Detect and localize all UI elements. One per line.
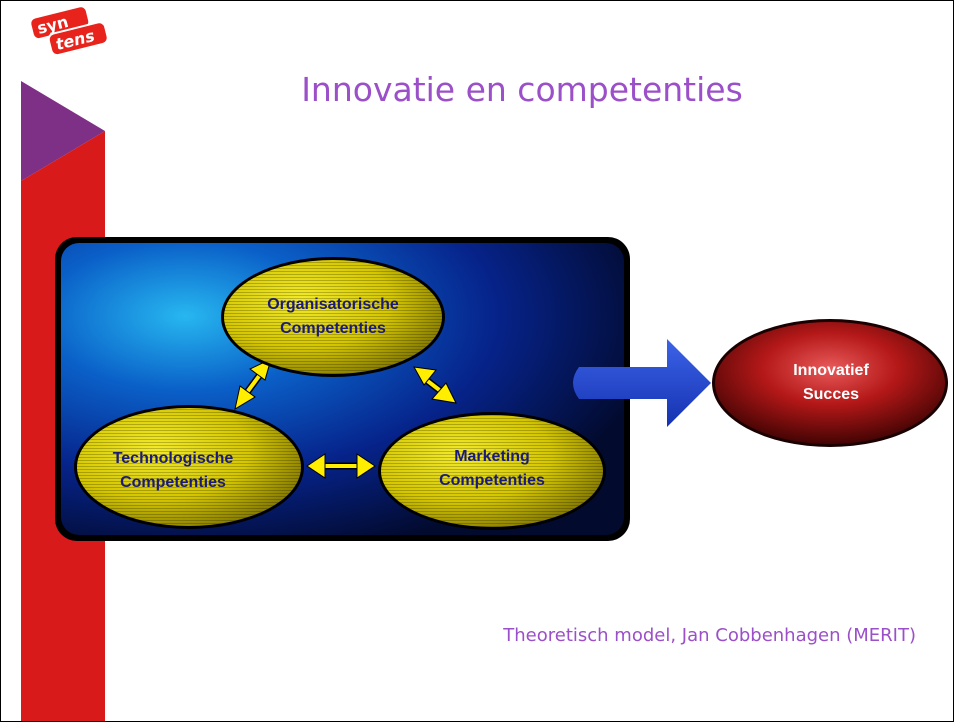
slide-title: Innovatie en competenties	[301, 70, 743, 109]
node-organisatorische-competenties: Organisatorische Competenties	[221, 257, 445, 377]
arrow-org-marketing	[413, 366, 457, 404]
node-label-line2: Succes	[803, 386, 859, 403]
node-label-line1: Marketing	[454, 448, 530, 465]
node-marketing-competenties: Marketing Competenties	[378, 412, 606, 530]
source-caption: Theoretisch model, Jan Cobbenhagen (MERI…	[502, 625, 916, 646]
node-label-line2: Competenties	[280, 320, 386, 337]
arrow-tech-marketing	[306, 453, 376, 479]
syntens-logo: syn tens	[29, 5, 109, 57]
node-technologische-competenties: Technologische Competenties	[74, 405, 304, 529]
node-label-line2: Competenties	[439, 472, 545, 489]
node-label-line1: Organisatorische	[267, 296, 399, 313]
node-label-line1: Innovatief	[793, 362, 869, 379]
node-label-line1: Technologische	[113, 450, 234, 467]
node-innovatief-succes: Innovatief Succes	[712, 319, 948, 447]
blue-arrow	[573, 339, 711, 427]
arrow-org-tech	[234, 358, 272, 411]
node-label-line2: Competenties	[120, 474, 226, 491]
purple-triangle	[21, 81, 105, 181]
